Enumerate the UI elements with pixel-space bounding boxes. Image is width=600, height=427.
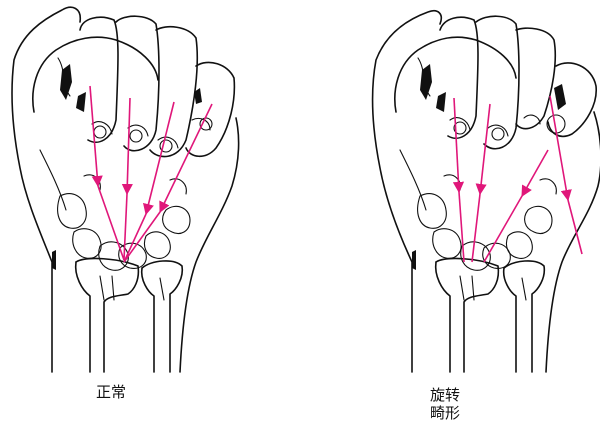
normal-label: 正常 xyxy=(95,383,126,401)
rotational-deformity-label: 旋转 畸形 xyxy=(425,386,465,422)
rotational-deformity-label-line2: 畸形 xyxy=(429,404,460,422)
rotational-deformity-hand-illustration xyxy=(371,9,600,373)
normal-hand-illustration xyxy=(11,6,240,373)
rotational-deformity-label-line1: 旋转 xyxy=(429,386,460,404)
